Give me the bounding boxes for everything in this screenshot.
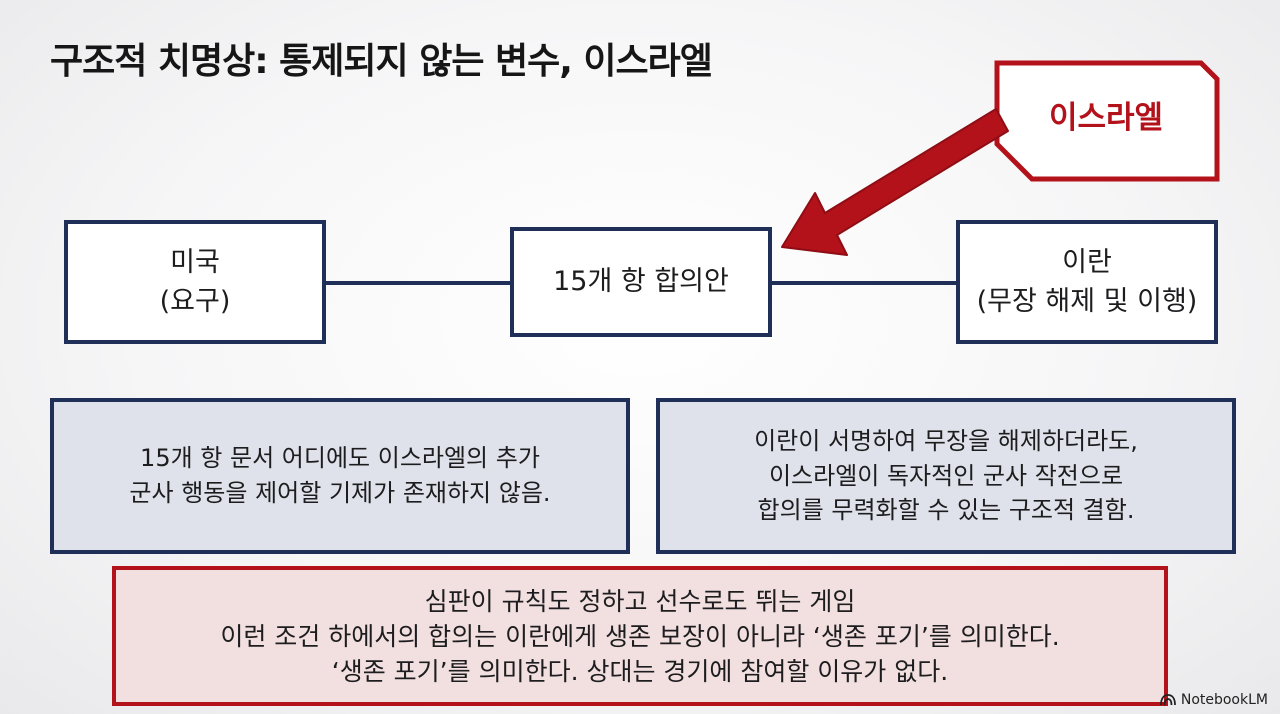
israel-node-label: 이스라엘: [1048, 100, 1164, 136]
agreement-node-label: 15개 항 합의안: [553, 266, 729, 298]
israel-arrow: [781, 108, 1009, 256]
info-right-line: 이란이 서명하여 무장을 해제하더라도,: [754, 426, 1138, 455]
connector-left: [324, 281, 512, 285]
conclusion-line: ‘생존 포기’를 의미한다. 상대는 경기에 참여할 이유가 없다.: [331, 656, 949, 686]
info-right-line: 합의를 무력화할 수 있는 구조적 결함.: [757, 496, 1135, 525]
info-left-line: 군사 행동을 제어할 기제가 존재하지 않음.: [129, 479, 551, 507]
info-left-line: 15개 항 문서 어디에도 이스라엘의 추가: [140, 444, 540, 473]
info-box-right: 이란이 서명하여 무장을 해제하더라도, 이스라엘이 독자적인 군사 작전으로 …: [656, 398, 1236, 554]
usa-node-title: 미국: [170, 246, 220, 278]
page-title: 구조적 치명상: 통제되지 않는 변수, 이스라엘: [50, 41, 713, 82]
conclusion-line: 심판이 규칙도 정하고 선수로도 뛰는 게임: [424, 586, 856, 616]
conclusion-box: 심판이 규칙도 정하고 선수로도 뛰는 게임 이런 조건 하에서의 합의는 이란…: [112, 566, 1168, 706]
iran-node-subtitle: (무장 해제 및 이행): [976, 286, 1198, 317]
branding-label: NotebookLM: [1180, 692, 1268, 708]
israel-node-frame: [994, 60, 1220, 182]
info-box-left: 15개 항 문서 어디에도 이스라엘의 추가 군사 행동을 제어할 기제가 존재…: [50, 398, 630, 554]
conclusion-line: 이런 조건 하에서의 합의는 이란에게 생존 보장이 아니라 ‘생존 포기’를 …: [220, 621, 1060, 651]
branding: NotebookLM: [1159, 692, 1268, 708]
usa-node: 미국 (요구): [64, 220, 326, 344]
connector-right: [770, 281, 958, 285]
iran-node: 이란 (무장 해제 및 이행): [956, 220, 1218, 344]
usa-node-subtitle: (요구): [159, 286, 231, 317]
agreement-node: 15개 항 합의안: [510, 227, 772, 337]
info-right-line: 이스라엘이 독자적인 군사 작전으로: [768, 461, 1124, 490]
iran-node-title: 이란: [1062, 246, 1112, 278]
notebooklm-logo-icon: [1159, 694, 1176, 706]
